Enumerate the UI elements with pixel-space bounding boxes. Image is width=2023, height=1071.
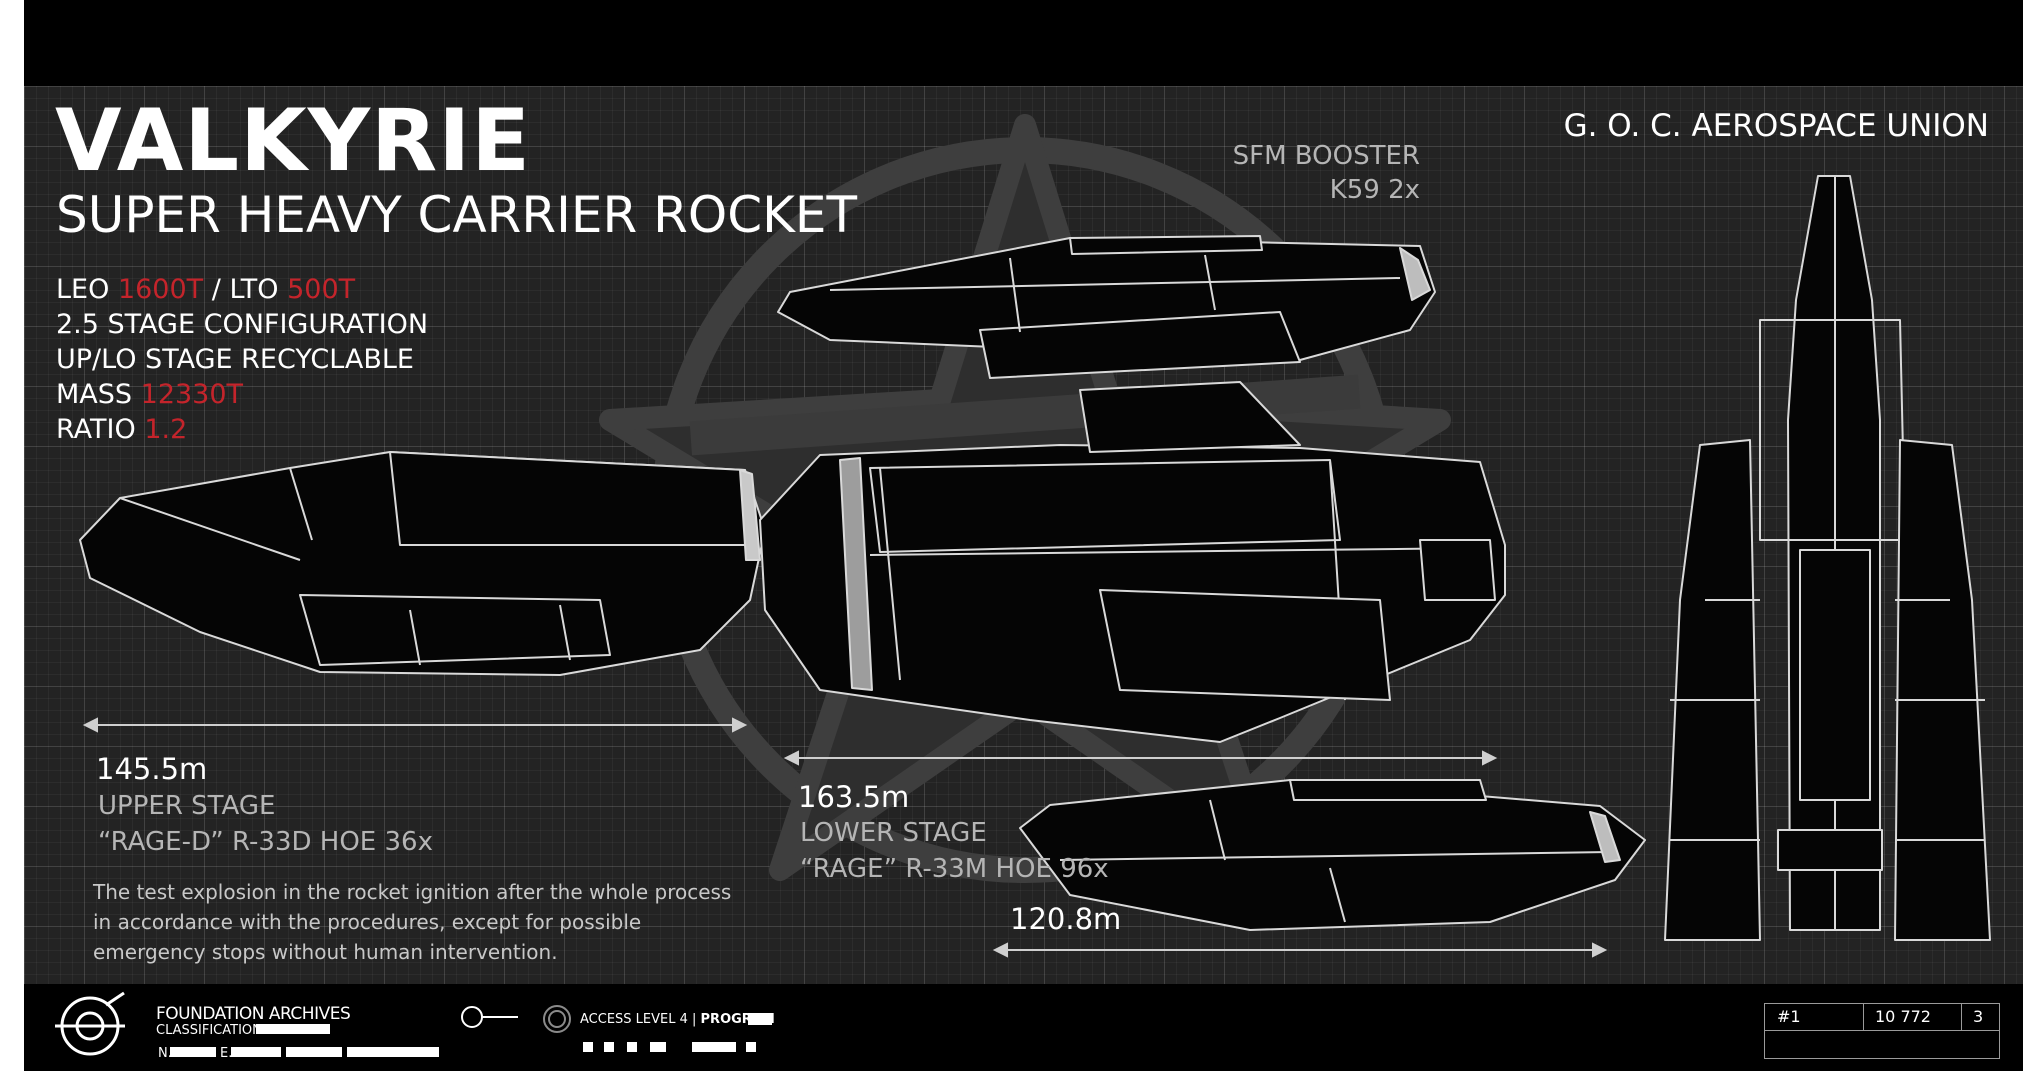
code-block-2 <box>604 1042 614 1052</box>
mass-value: 12330T <box>140 379 244 410</box>
lto-label: / LTO <box>211 274 279 305</box>
booster-top-drawing <box>777 235 1436 379</box>
table-index: #1 <box>1777 1007 1801 1026</box>
redacted-e <box>231 1047 281 1057</box>
mass-label: MASS <box>56 379 133 410</box>
ratio-label: RATIO <box>56 414 136 445</box>
code-block-5 <box>692 1042 736 1052</box>
access-level-label: ACCESS LEVEL 4 | <box>580 1012 697 1027</box>
table-number: 10 772 <box>1875 1007 1931 1026</box>
spec-mass: MASS 12330T <box>56 381 243 408</box>
spec-recyclable: UP/LO STAGE RECYCLABLE <box>56 344 414 375</box>
description-text: The test explosion in the rocket ignitio… <box>93 880 732 964</box>
code-block-3 <box>627 1042 637 1052</box>
redacted-field-4 <box>347 1047 439 1057</box>
lower-stage-length: 163.5m <box>798 780 910 814</box>
access-level-text: ACCESS LEVEL 4 | PROGRAM <box>580 1013 775 1026</box>
table-divider <box>1863 1004 1864 1030</box>
redacted-program <box>748 1013 772 1025</box>
leo-value: 1600T <box>117 274 204 305</box>
archive-name: FOUNDATION ARCHIVES <box>156 1004 351 1024</box>
rocket-top-view-drawing <box>1664 175 1991 941</box>
booster-bottom-drawing <box>1019 779 1646 931</box>
spec-ratio: RATIO 1.2 <box>56 416 187 443</box>
lower-stage-drawing <box>759 381 1506 743</box>
page-title: VALKYRIE <box>55 91 531 191</box>
table-divider <box>1961 1004 1962 1030</box>
n-label: N. <box>158 1046 172 1061</box>
code-block-4 <box>650 1042 666 1052</box>
ratio-value: 1.2 <box>144 414 188 445</box>
upper-stage-length: 145.5m <box>96 752 208 786</box>
left-gutter <box>0 0 24 1071</box>
organization-name: G. O. C. AEROSPACE UNION <box>1563 108 1989 144</box>
redacted-field-3 <box>286 1047 342 1057</box>
upper-stage-drawing <box>79 451 766 676</box>
leo-label: LEO <box>56 274 110 305</box>
redacted-n <box>170 1047 216 1057</box>
spec-configuration: 2.5 STAGE CONFIGURATION <box>56 309 429 340</box>
code-block-6 <box>746 1042 756 1052</box>
e-label: E. <box>220 1046 233 1061</box>
booster-engine: K59 2x <box>1329 175 1420 205</box>
spec-leo-lto: LEO 1600T / LTO 500T <box>56 276 355 303</box>
classification-label: CLASSIFICATION <box>156 1023 262 1038</box>
lower-stage-engine: “RAGE” R-33M HOE 96x <box>800 854 1109 884</box>
table-count: 3 <box>1973 1007 1984 1026</box>
booster-name: SFM BOOSTER <box>1232 141 1420 171</box>
lto-value: 500T <box>287 274 356 305</box>
document-info-table: #1 10 772 3 <box>1764 1003 2000 1059</box>
lower-stage-name: LOWER STAGE <box>800 818 987 848</box>
page-subtitle: SUPER HEAVY CARRIER ROCKET <box>56 186 858 244</box>
table-divider <box>1765 1030 1999 1031</box>
booster-length: 120.8m <box>1010 902 1122 936</box>
code-block-1 <box>583 1042 593 1052</box>
redacted-classification <box>256 1024 330 1034</box>
upper-stage-name: UPPER STAGE <box>98 791 276 821</box>
upper-stage-engine: “RAGE-D” R-33D HOE 36x <box>98 827 433 857</box>
top-band <box>24 0 2023 86</box>
